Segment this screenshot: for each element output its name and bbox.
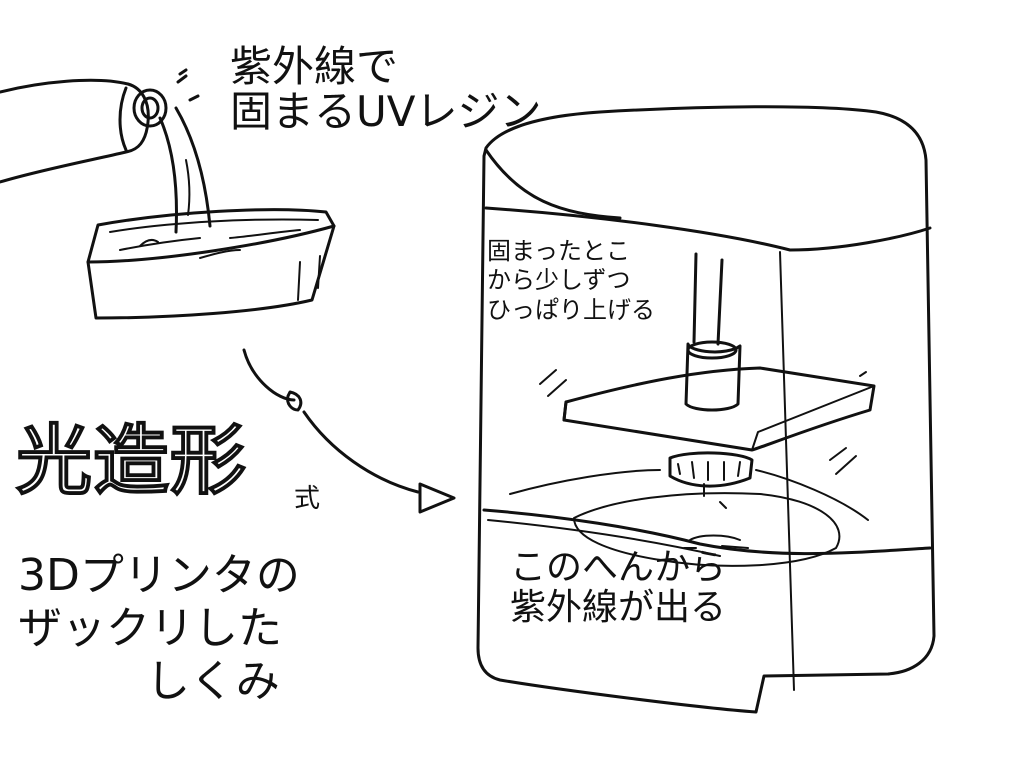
resin-tray-icon [86,208,336,320]
subtitle-line3: しくみ [146,655,280,707]
resin-bottle-icon [0,68,200,184]
printer-body-icon [476,105,936,714]
pull-up-label-line3: ひっぱり上げる [487,295,655,324]
subtitle-line2: ザックリした [18,602,282,654]
uv-resin-label: 紫外線で 固まるUVレジン [230,44,541,135]
page-subtitle: 3Dプリンタの ザックリした しくみ [18,550,300,708]
subtitle-line1: 3Dプリンタの [18,550,300,601]
process-arrow-icon [242,348,456,514]
uv-resin-label-line2: 固まるUVレジン [230,87,542,137]
build-plate-icon [539,252,876,475]
uv-emit-label-line2: 紫外線が出る [510,587,727,629]
resin-vat-icon [509,469,869,567]
page-title: 光造形 [15,416,247,505]
pull-up-label-line1: 固まったとこ [487,237,631,265]
printed-object-icon [668,451,754,497]
uv-emit-label-line1: このへんから [510,547,727,588]
page-title-suffix: 式 [294,484,321,514]
uv-resin-label-line1: 紫外線で [230,42,399,91]
pull-up-label: 固まったとこ から少しずつ ひっぱり上げる [487,237,655,325]
pull-up-label-line2: から少しずつ [487,266,631,295]
uv-emit-label: このへんから 紫外線が出る [510,547,727,629]
